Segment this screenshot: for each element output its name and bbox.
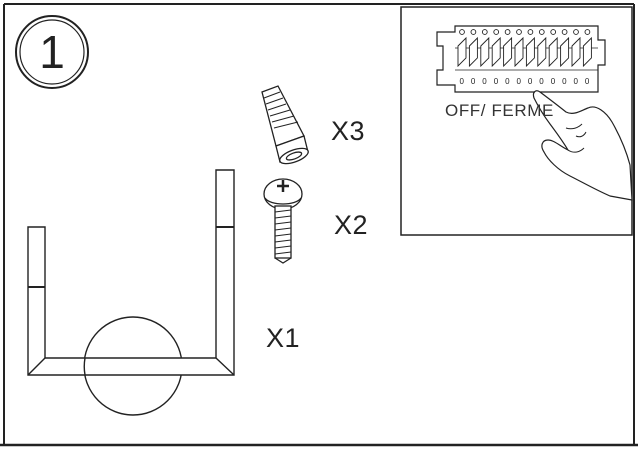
breaker-terminal-top — [481, 29, 488, 35]
mounting-bracket-icon — [27, 169, 235, 416]
screw-quantity: X2 — [334, 210, 369, 240]
breaker-terminal-top — [504, 29, 511, 35]
off-label: OFF/ FERME — [445, 101, 554, 120]
breaker-switch — [582, 36, 592, 68]
breaker-terminal-bottom: 0 — [471, 77, 476, 86]
breaker-terminal-bottom: 0 — [460, 77, 465, 86]
breaker-terminal-bottom: 0 — [551, 77, 556, 86]
breaker-switch — [457, 36, 467, 68]
breaker-terminal-bottom: 0 — [528, 77, 533, 86]
outer-frame — [0, 3, 638, 447]
wire-connector-icon — [261, 85, 309, 165]
breaker-switch — [491, 36, 501, 68]
breaker-terminal-bottom: 0 — [517, 77, 522, 86]
breaker-terminal-top — [459, 29, 465, 35]
breaker-terminal-bottom: 0 — [585, 77, 590, 86]
breaker-switch — [548, 36, 558, 68]
bracket-quantity: X1 — [266, 323, 301, 353]
breaker-terminal-bottom: 0 — [494, 77, 499, 86]
breaker-switch — [537, 36, 547, 68]
breaker-terminal-bottom: 0 — [505, 77, 510, 86]
breaker-terminal-bottom: 0 — [574, 77, 579, 86]
breaker-switch — [525, 36, 535, 68]
breaker-terminal-bottom: 0 — [482, 77, 487, 86]
breaker-terminal-top — [584, 29, 591, 35]
hand-pointing — [532, 90, 633, 201]
breaker-switch — [560, 36, 570, 68]
breaker-terminal-top — [527, 29, 534, 35]
breaker-switch — [480, 36, 490, 68]
breaker-switch — [571, 36, 581, 68]
breaker-terminal-top — [470, 29, 477, 35]
breaker-terminal-top — [538, 29, 545, 35]
breaker-terminal-top — [561, 29, 568, 35]
step-number: 1 — [39, 26, 65, 78]
breaker-terminal-top — [516, 29, 522, 35]
wire-connector-quantity: X3 — [331, 116, 366, 146]
breaker-terminal-top — [493, 29, 500, 35]
breaker-switch — [503, 36, 513, 68]
step-number-circle — [15, 15, 89, 89]
breaker-switch — [514, 36, 524, 68]
breaker-terminal-bottom: 0 — [562, 77, 567, 86]
breaker-terminal-top — [550, 29, 557, 35]
breaker-terminal-bottom: 0 — [539, 77, 544, 86]
screw-icon — [263, 178, 303, 264]
breaker-switch — [468, 36, 478, 68]
breaker-terminal-top — [573, 29, 579, 35]
